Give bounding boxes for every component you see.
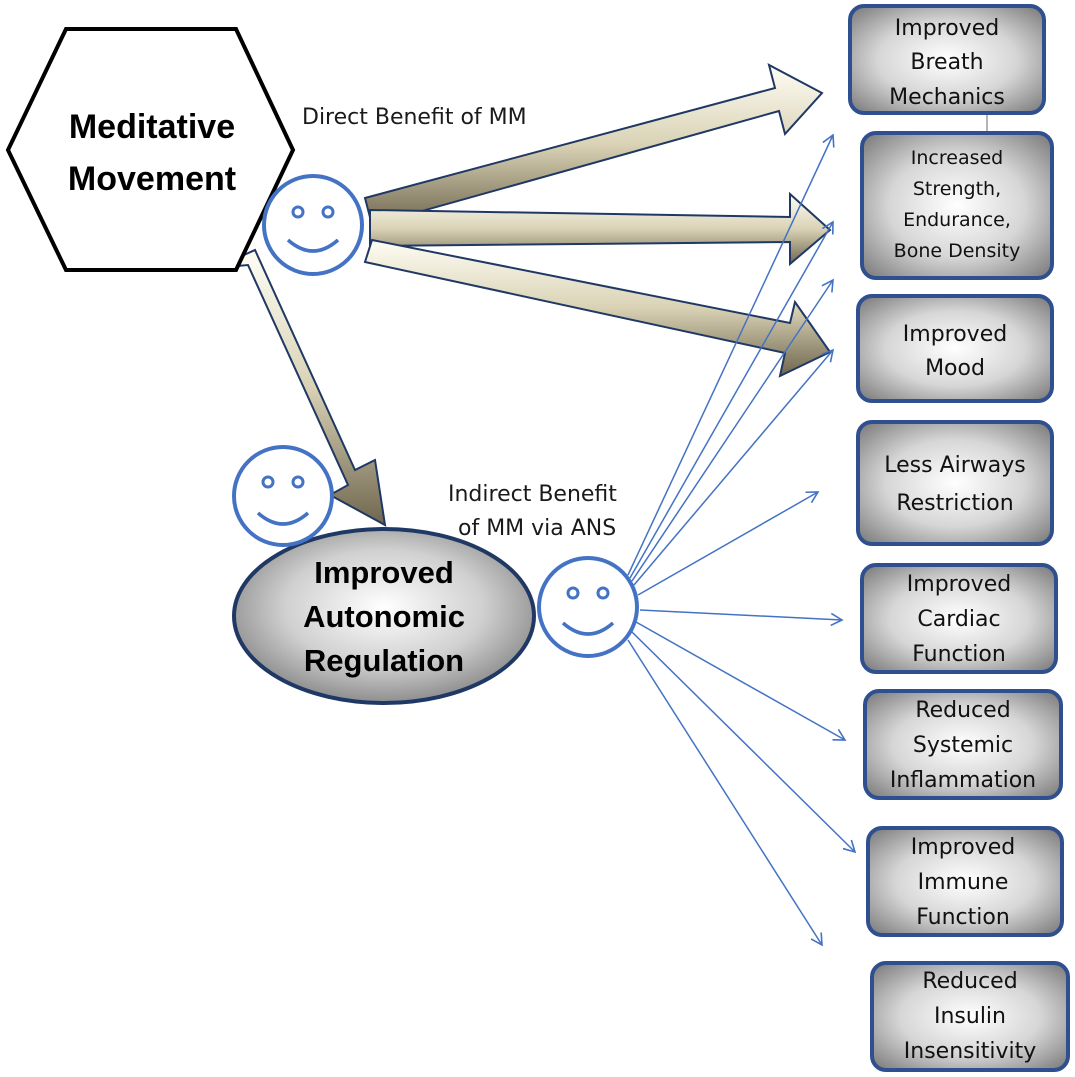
direct-arrow-strength <box>369 191 832 267</box>
outcome-box-breath: Improved Breath Mechanics <box>848 4 1046 115</box>
outcome-label: Breath <box>910 50 983 75</box>
direct-benefit-label: Direct Benefit of MM <box>302 105 527 130</box>
outcome-box-mood: Improved Mood <box>856 294 1054 403</box>
outcome-label: Improved <box>903 322 1007 347</box>
outcome-label: Less Airways <box>884 453 1026 478</box>
outcome-label: Mechanics <box>889 85 1005 110</box>
mediator-label-line-3: Regulation <box>304 643 464 678</box>
direct-arrow-autonomic <box>214 248 387 527</box>
outcome-label: Endurance, <box>903 209 1011 231</box>
direct-arrow-breath <box>363 63 824 227</box>
indirect-arrow-immune <box>631 631 857 854</box>
outcome-box-airways: Less Airways Restriction <box>856 420 1054 546</box>
outcome-box-immune: Improved Immune Function <box>866 826 1064 937</box>
outcome-label: Insensitivity <box>904 1039 1036 1064</box>
smiley-icon-indirect <box>537 556 639 658</box>
outcome-label: Reduced <box>922 969 1017 994</box>
mediator-ellipse <box>232 527 536 705</box>
outcome-box-strength: Increased Strength, Endurance, Bone Dens… <box>860 131 1054 280</box>
indirect-arrow-insulin <box>627 639 823 947</box>
outcome-label: Insulin <box>934 1004 1006 1029</box>
outcome-label: Function <box>916 905 1010 930</box>
indirect-arrow-mood <box>633 348 835 586</box>
outcome-label: Improved <box>911 835 1015 860</box>
outcome-label: Immune <box>918 870 1009 895</box>
outcome-label: Increased <box>911 147 1003 169</box>
outcome-label: Bone Density <box>894 240 1021 262</box>
outcome-label: Systemic <box>913 733 1013 758</box>
indirect-arrow-strength-a <box>629 220 834 579</box>
outcome-label: Cardiac <box>917 607 1000 632</box>
outcome-label: Improved <box>907 572 1011 597</box>
mediator-label-line-1: Improved <box>314 555 454 590</box>
indirect-benefit-label-line-2: of MM via ANS <box>458 516 616 541</box>
indirect-arrow-breath <box>627 133 835 576</box>
outcome-label: Improved <box>895 16 999 41</box>
outcome-boxes: Improved Breath Mechanics Increased Stre… <box>848 4 1070 1072</box>
outcome-label: Function <box>912 642 1006 667</box>
smiley-icon-autonomic <box>232 445 334 547</box>
indirect-arrows <box>627 133 857 947</box>
indirect-arrow-inflammation <box>635 621 847 741</box>
mediator-label-line-2: Autonomic <box>303 599 465 634</box>
outcome-box-cardiac: Improved Cardiac Function <box>860 563 1058 674</box>
outcome-label: Inflammation <box>890 768 1036 793</box>
outcome-box-insulin: Reduced Insulin Insensitivity <box>870 961 1070 1072</box>
source-label-line-2: Movement <box>68 160 236 198</box>
source-label-line-1: Meditative <box>69 108 235 146</box>
outcome-label: Mood <box>925 356 985 381</box>
hexagon-shape <box>5 27 296 272</box>
source-node: Meditative Movement <box>5 27 296 272</box>
outcome-box-inflammation: Reduced Systemic Inflammation <box>863 689 1063 800</box>
direct-arrows <box>214 63 832 527</box>
outcome-label: Reduced <box>915 698 1010 723</box>
indirect-arrow-strength-b <box>631 278 834 582</box>
direct-arrow-mood <box>363 238 832 378</box>
indirect-arrow-cardiac <box>639 609 844 627</box>
smiley-icon-direct <box>262 174 364 276</box>
mediator-node: Improved Autonomic Regulation <box>232 527 536 705</box>
indirect-benefit-label-line-1: Indirect Benefit <box>448 482 617 507</box>
outcome-label: Strength, <box>913 178 1001 200</box>
indirect-arrow-airways <box>637 491 820 596</box>
outcome-label: Restriction <box>896 491 1013 516</box>
